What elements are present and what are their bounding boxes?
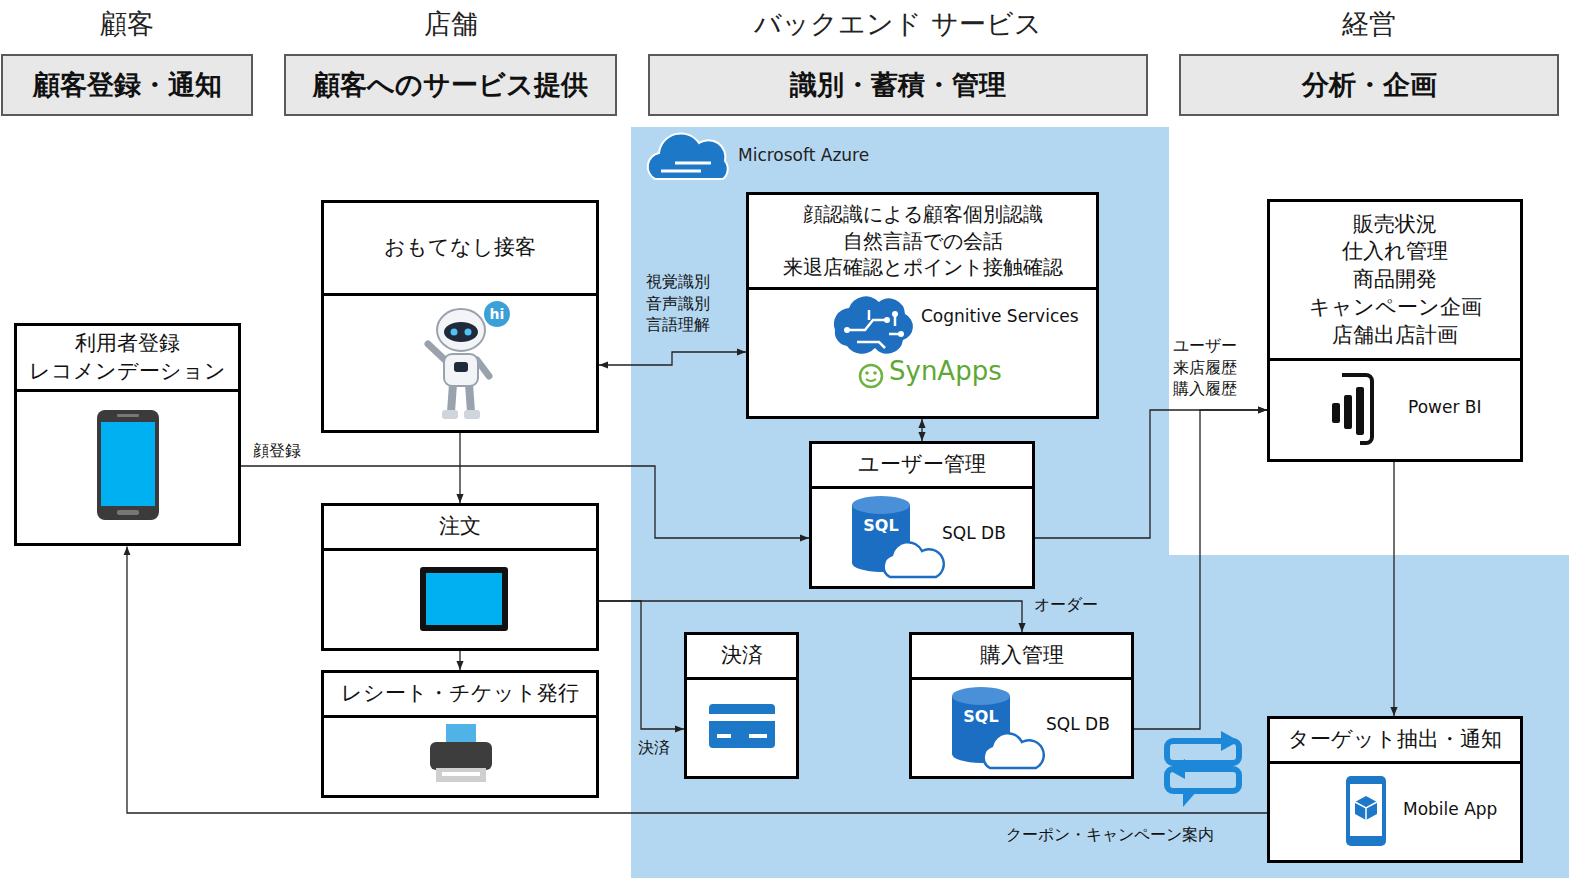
service-box: 注文 — [321, 503, 599, 651]
box-body — [324, 718, 596, 795]
connector — [599, 601, 1022, 632]
box-body: Cognitive ServicesSynApps — [749, 290, 1096, 416]
service-box: 利用者登録 レコメンデーション — [14, 323, 241, 546]
icon-caption: SynApps — [889, 356, 1002, 387]
service-box: ユーザー管理 SQL DB SQL — [809, 441, 1035, 589]
header-box: バックエンド サービス識別・蓄積・管理 — [648, 54, 1148, 116]
service-box: 顔認識による顧客個別認識 自然言語での会話 来退店確認とポイント接触確認 Cogn… — [746, 192, 1099, 419]
box-body — [687, 680, 796, 776]
icon-label: hi — [485, 305, 509, 323]
box-title-text: 購入管理 — [980, 642, 1064, 670]
box-title: おもてなし接客 — [324, 203, 596, 296]
box-title: レシート・チケット発行 — [324, 673, 596, 718]
service-box: 決済 — [684, 632, 799, 779]
robot-icon — [324, 296, 596, 430]
box-title-text: 利用者登録 レコメンデーション — [29, 330, 226, 385]
icon-label: SQL — [852, 517, 910, 535]
service-box: 販売状況 仕入れ管理 商品開発 キャンペーン企画 店舗出店計画 Power BI — [1267, 199, 1523, 462]
pbi-icon — [1270, 361, 1520, 459]
header-box: 経営分析・企画 — [1179, 54, 1559, 116]
icon-label: SQL — [952, 708, 1010, 726]
service-box: レシート・チケット発行 — [321, 670, 599, 798]
icon-caption: SQL DB — [942, 523, 1006, 543]
box-title-text: 販売状況 仕入れ管理 商品開発 キャンペーン企画 店舗出店計画 — [1305, 211, 1486, 350]
box-body: hi — [324, 296, 596, 430]
box-title: ターゲット抽出・通知 — [1270, 719, 1520, 764]
column-subheading: 顧客へのサービス提供 — [313, 67, 588, 103]
box-title: ユーザー管理 — [812, 444, 1032, 489]
box-title-text: 決済 — [721, 642, 763, 670]
icon-caption: Mobile App — [1403, 799, 1497, 819]
service-box: 購入管理 SQL DB SQL — [909, 632, 1134, 779]
box-body: Power BI — [1270, 361, 1520, 459]
connector-label: 決済 — [637, 737, 671, 759]
box-title-text: 注文 — [439, 513, 481, 541]
header-box: 顧客顧客登録・通知 — [1, 54, 253, 116]
box-title: 顔認識による顧客個別認識 自然言語での会話 来退店確認とポイント接触確認 — [749, 195, 1096, 290]
connector-label: ユーザー 来店履歴 購入履歴 — [1172, 335, 1243, 400]
box-title-text: レシート・チケット発行 — [341, 680, 579, 708]
connector — [459, 433, 460, 503]
icon-caption: Cognitive Services — [921, 306, 1079, 326]
box-title: 注文 — [324, 506, 596, 551]
column-subheading: 分析・企画 — [1302, 67, 1437, 103]
box-body — [17, 392, 238, 543]
box-title: 利用者登録 レコメンデーション — [17, 326, 238, 392]
column-heading: 店舗 — [286, 4, 615, 44]
box-title: 購入管理 — [912, 635, 1131, 680]
column-heading: バックエンド サービス — [650, 4, 1146, 44]
region-title: Microsoft Azure — [738, 145, 869, 165]
service-box: おもてなし接客 hi — [321, 200, 599, 433]
icon-caption: Power BI — [1408, 397, 1481, 417]
box-body: SQL DB SQL — [812, 489, 1032, 586]
connector-label: クーポン・キャンペーン案内 — [1005, 824, 1215, 846]
box-title: 販売状況 仕入れ管理 商品開発 キャンペーン企画 店舗出店計画 — [1270, 202, 1520, 361]
header-box: 店舗顧客へのサービス提供 — [284, 54, 617, 116]
service-box: ターゲット抽出・通知 Mobile App — [1267, 716, 1523, 863]
box-title-text: おもてなし接客 — [384, 234, 536, 262]
connector — [1134, 410, 1267, 729]
column-subheading: 識別・蓄積・管理 — [790, 67, 1006, 103]
icon-caption: SQL DB — [1046, 714, 1110, 734]
connector — [1393, 462, 1394, 716]
box-body: SQL DB SQL — [912, 680, 1131, 776]
connector-label: 視覚識別 音声識別 言語理解 — [645, 271, 716, 336]
printer-icon — [324, 718, 596, 795]
box-body: Mobile App — [1270, 764, 1520, 860]
connector-label: 顔登録 — [252, 440, 302, 462]
column-subheading: 顧客登録・通知 — [33, 67, 222, 103]
connector — [459, 651, 460, 670]
phone-icon — [17, 392, 238, 543]
connector — [127, 546, 1267, 813]
box-title: 決済 — [687, 635, 796, 680]
box-title-text: ターゲット抽出・通知 — [1288, 726, 1502, 754]
box-title-text: 顔認識による顧客個別認識 自然言語での会話 来退店確認とポイント接触確認 — [768, 201, 1078, 280]
connector — [921, 419, 922, 441]
box-title-text: ユーザー管理 — [858, 451, 986, 479]
tablet-icon — [324, 551, 596, 648]
column-heading: 経営 — [1181, 4, 1557, 44]
box-body — [324, 551, 596, 648]
connector-label: オーダー — [1033, 594, 1099, 616]
column-heading: 顧客 — [3, 4, 251, 44]
connector — [1035, 410, 1267, 538]
connector — [599, 352, 746, 365]
connector — [241, 466, 809, 538]
card-icon — [687, 680, 796, 776]
connector — [599, 601, 684, 729]
